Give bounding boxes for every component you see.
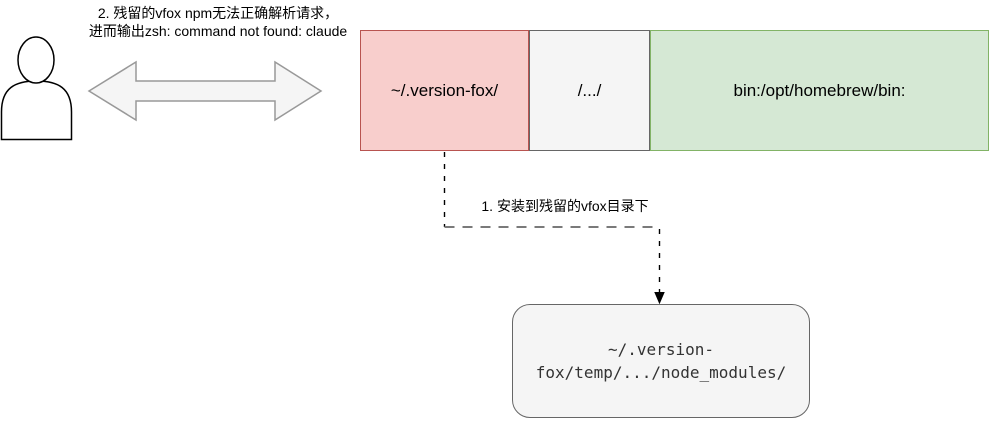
node-modules-box: ~/.version- fox/temp/.../node_modules/: [512, 304, 810, 418]
dashed-connector-arrow: [443, 152, 665, 305]
node-modules-path-line1: ~/.version-: [608, 340, 714, 359]
person-icon: [0, 36, 73, 141]
arrow-down-icon: [654, 292, 665, 305]
path-box-version-fox: ~/.version-fox/: [360, 30, 529, 151]
top-annotation-line2: 进而输出zsh: command not found: claude: [88, 23, 348, 39]
node-modules-path-line2: fox/temp/.../node_modules/: [535, 363, 787, 382]
path-box-version-fox-label: ~/.version-fox/: [390, 80, 499, 100]
top-annotation-line1: 2. 残留的vfox npm无法正确解析请求，: [97, 5, 339, 21]
path-box-ellipsis-label: /.../: [577, 80, 602, 100]
path-box-homebrew: bin:/opt/homebrew/bin:: [650, 30, 989, 151]
path-box-homebrew-label: bin:/opt/homebrew/bin:: [733, 80, 906, 100]
double-headed-arrow-icon: [87, 60, 323, 122]
top-annotation: 2. 残留的vfox npm无法正确解析请求， 进而输出zsh: command…: [68, 4, 368, 40]
install-note: 1. 安装到残留的vfox目录下: [481, 198, 649, 214]
path-box-ellipsis: /.../: [529, 30, 650, 151]
